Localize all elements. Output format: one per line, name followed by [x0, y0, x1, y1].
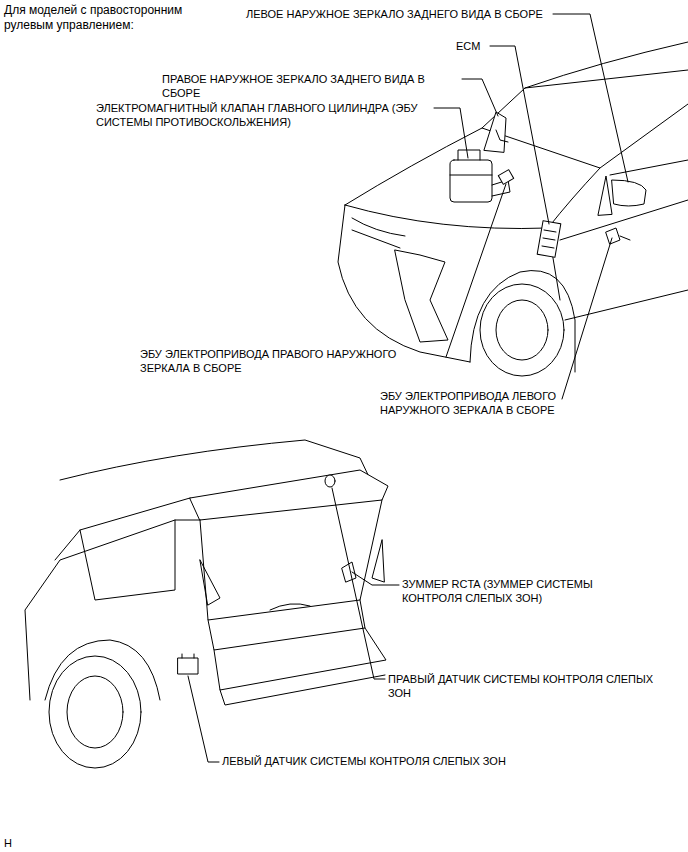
part-label-text: ПРАВОЕ НАРУЖНОЕ ЗЕРКАЛО ЗАДНЕГО ВИДА В С…: [162, 73, 425, 99]
part-label-text: ЭБУ ЭЛЕКТРОПРИВОДА ЛЕВОГО НАРУЖНОГО ЗЕРК…: [380, 390, 556, 416]
rear-vehicle-outline: [200, 560, 220, 605]
heading-note: Для моделей с правосторонним рулевым упр…: [4, 3, 204, 33]
rear-vehicle-outline: [45, 640, 160, 700]
rear-components: [182, 654, 194, 658]
front-vehicle-outline: [610, 160, 688, 175]
rear-vehicle-outline: [49, 656, 141, 768]
part-label: ЗУММЕР RCTA (ЗУММЕР СИСТЕМЫ КОНТРОЛЯ СЛЕ…: [402, 577, 617, 605]
front-components: [484, 112, 506, 152]
front-components: [450, 150, 510, 196]
front-vehicle-outline: [496, 300, 548, 360]
part-label: ECM: [456, 39, 490, 53]
rear-components: [178, 658, 198, 674]
part-label-text: ЗУММЕР RCTA (ЗУММЕР СИСТЕМЫ КОНТРОЛЯ СЛЕ…: [402, 578, 593, 604]
part-label: ЭЛЕКТРОМАГНИТНЫЙ КЛАПАН ГЛАВНОГО ЦИЛИНДР…: [96, 101, 436, 129]
front-vehicle-outline: [395, 250, 448, 342]
rear-vehicle-outline: [220, 675, 385, 705]
part-label-text: ЭЛЕКТРОМАГНИТНЫЙ КЛАПАН ГЛАВНОГО ЦИЛИНДР…: [96, 102, 417, 128]
part-label-text: ПРАВЫЙ ДАТЧИК СИСТЕМЫ КОНТРОЛЯ СЛЕПЫХ ЗО…: [388, 673, 653, 699]
rear-vehicle-outline: [80, 520, 175, 600]
part-label: ЛЕВОЕ НАРУЖНОЕ ЗЕРКАЛО ЗАДНЕГО ВИДА В СБ…: [246, 7, 556, 21]
part-label-text: H: [4, 837, 12, 849]
leader-line: [462, 79, 498, 116]
rear-vehicle-outline: [25, 440, 388, 768]
part-label: ПРАВЫЙ ДАТЧИК СИСТЕМЫ КОНТРОЛЯ СЛЕПЫХ ЗО…: [388, 672, 658, 700]
leader-line: [553, 14, 628, 182]
front-vehicle-outline: [352, 218, 405, 248]
front-vehicle-outline: [482, 42, 688, 128]
leader-line: [562, 238, 612, 399]
front-components: [606, 228, 630, 244]
leader-line: [434, 108, 468, 158]
part-label-text: ЭБУ ЭЛЕКТРОПРИВОДА ПРАВОГО НАРУЖНОГО ЗЕР…: [140, 348, 396, 374]
front-vehicle-outline: [338, 205, 470, 362]
rear-vehicle-outline: [208, 600, 365, 650]
figure-code: H: [4, 836, 24, 850]
front-components: [598, 176, 612, 215]
front-components: [612, 180, 646, 206]
rear-vehicle-outline: [67, 676, 123, 748]
front-vehicle-outline: [600, 104, 688, 168]
leader-line: [446, 184, 506, 357]
part-label-text: ЛЕВОЕ НАРУЖНОЕ ЗЕРКАЛО ЗАДНЕГО ВИДА В СБ…: [246, 8, 543, 20]
rear-vehicle-outline: [190, 470, 388, 520]
rear-components: [325, 475, 335, 487]
front-components: [450, 160, 492, 202]
rear-vehicle-outline: [200, 500, 382, 620]
part-label-text: ЛЕВЫЙ ДАТЧИК СИСТЕМЫ КОНТРОЛЯ СЛЕПЫХ ЗОН: [222, 755, 506, 767]
leader-line: [490, 46, 549, 224]
leader-line: [188, 676, 219, 762]
leader-line: [332, 488, 385, 679]
front-vehicle-outline: [338, 42, 688, 376]
rear-components: [178, 475, 356, 674]
front-vehicle-outline: [480, 284, 564, 376]
part-label: ЭБУ ЭЛЕКТРОПРИВОДА ЛЕВОГО НАРУЖНОГО ЗЕРК…: [380, 389, 565, 417]
front-components: [498, 170, 513, 185]
leader-line: [352, 572, 399, 585]
part-label: ПРАВОЕ НАРУЖНОЕ ЗЕРКАЛО ЗАДНЕГО ВИДА В С…: [162, 72, 462, 100]
part-label: ЭБУ ЭЛЕКТРОПРИВОДА ПРАВОГО НАРУЖНОГО ЗЕР…: [140, 347, 445, 375]
front-components: [542, 230, 556, 248]
rear-vehicle-outline: [214, 628, 386, 690]
front-components: [537, 221, 561, 258]
part-label: ЛЕВЫЙ ДАТЧИК СИСТЕМЫ КОНТРОЛЯ СЛЕПЫХ ЗОН: [222, 754, 507, 768]
rear-vehicle-outline: [372, 540, 384, 582]
part-label-text: ECM: [456, 40, 480, 52]
front-vehicle-outline: [345, 128, 600, 229]
front-components: [496, 130, 508, 142]
rear-vehicle-outline: [55, 498, 190, 560]
rear-vehicle-outline: [270, 604, 310, 610]
front-vehicle-outline: [548, 200, 688, 320]
